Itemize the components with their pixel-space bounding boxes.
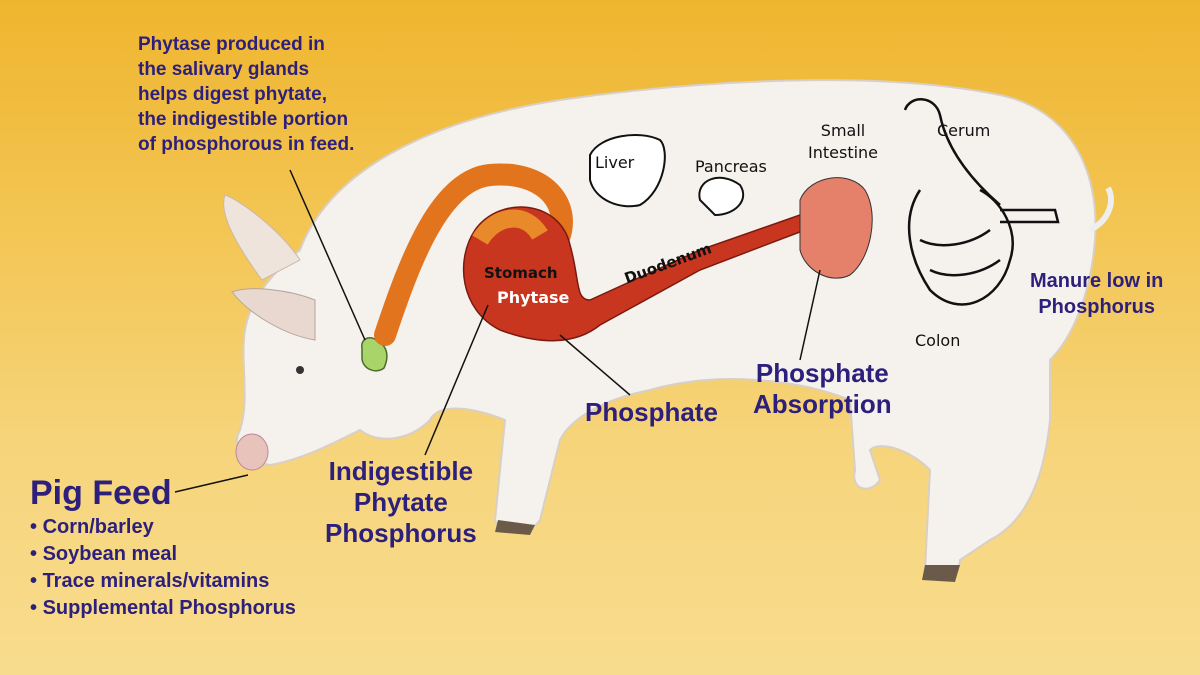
label-small-intestine: Small Intestine — [808, 120, 878, 164]
pointer-lines — [174, 169, 821, 493]
pig-feed-list: Corn/barley Soybean meal Trace minerals/… — [30, 514, 296, 622]
small-intestine — [799, 177, 873, 279]
feed-item: Trace minerals/vitamins — [30, 568, 296, 595]
callout-line: Indigestible — [328, 456, 474, 486]
esophagus — [374, 163, 573, 346]
label-line: Intestine — [808, 143, 879, 162]
pig-eye — [296, 366, 304, 374]
label-line: Small — [820, 121, 866, 140]
salivary-gland — [361, 337, 388, 372]
label-pancreas: Pancreas — [695, 157, 767, 176]
phosphate-absorption-callout: Phosphate Absorption — [753, 358, 892, 420]
colon — [907, 188, 1060, 306]
label-liver: Liver — [595, 153, 635, 172]
pig-ear — [223, 194, 301, 281]
pancreas — [698, 176, 745, 217]
callout-line: Absorption — [753, 389, 892, 419]
callout-line: Phytate — [353, 487, 448, 517]
indigestible-phytate-callout: Indigestible Phytate Phosphorus — [325, 456, 477, 549]
label-phytase: Phytase — [497, 288, 570, 307]
cerum — [903, 98, 1001, 206]
pig-tail — [1088, 186, 1114, 233]
callout-line: Manure low in — [1030, 270, 1164, 292]
note-line: the indigestible portion — [138, 109, 349, 130]
label-stomach: Stomach — [484, 264, 558, 282]
pig-hooves — [495, 520, 960, 582]
pig-feed-section: Pig Feed Corn/barley Soybean meal Trace … — [30, 472, 296, 622]
note-line: Phytase produced in — [138, 34, 325, 55]
feed-item: Supplemental Phosphorus — [30, 595, 296, 622]
pig-ear-front — [231, 288, 316, 341]
feed-item: Soybean meal — [30, 541, 296, 568]
callout-line: Phosphate — [755, 358, 889, 388]
label-cerum: Cerum — [937, 121, 991, 140]
label-colon: Colon — [915, 331, 961, 350]
pig-snout — [235, 433, 269, 471]
salivary-phytase-note: Phytase produced in the salivary glands … — [138, 32, 354, 157]
callout-line: Phosphorus — [325, 518, 477, 548]
callout-line: Phosphorus — [1038, 296, 1155, 318]
phosphate-callout: Phosphate — [585, 397, 718, 427]
note-line: of phosphorous in feed. — [138, 134, 355, 155]
pig-feed-title: Pig Feed — [30, 474, 172, 512]
note-line: helps digest phytate, — [138, 84, 327, 105]
note-line: the salivary glands — [138, 59, 310, 80]
manure-callout: Manure low in Phosphorus — [1030, 268, 1163, 320]
feed-item: Corn/barley — [30, 514, 296, 541]
liver — [589, 134, 666, 208]
